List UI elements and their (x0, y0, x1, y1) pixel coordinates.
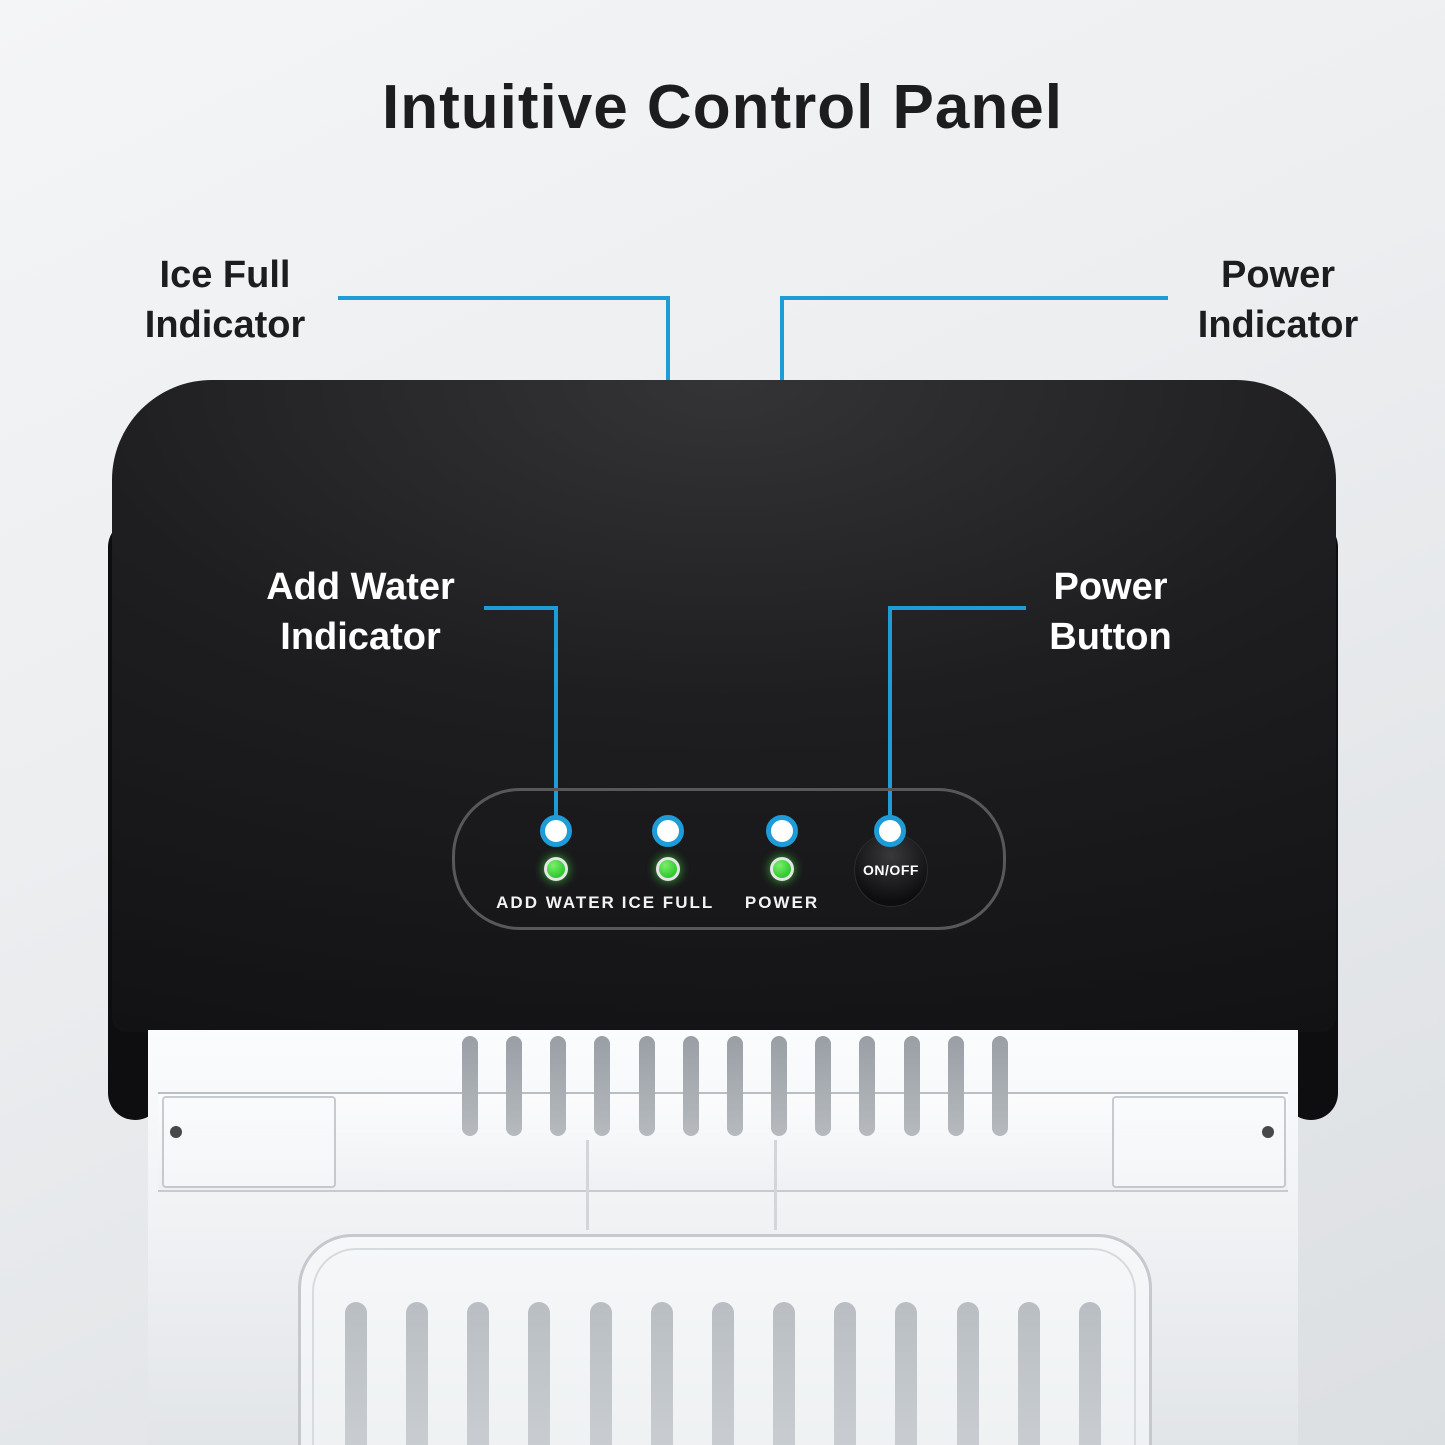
transparent-lid-rim (158, 1092, 1288, 1192)
panel-label-power: POWER (744, 893, 820, 912)
vent-slat (859, 1036, 876, 1136)
callout-marker-power (766, 815, 798, 847)
add-water-led-icon (544, 857, 568, 881)
vent-slat (1017, 1302, 1040, 1445)
callout-marker-ice-full (652, 815, 684, 847)
vent-slat (528, 1302, 551, 1445)
vent-slat (773, 1302, 796, 1445)
ice-full-led-icon (656, 857, 680, 881)
vent-slat (345, 1302, 367, 1445)
hinge-pin-right (1262, 1126, 1274, 1138)
body-seam-line (586, 1140, 589, 1230)
vent-slat (506, 1036, 523, 1136)
vent-slat (895, 1302, 918, 1445)
vent-slat (638, 1036, 655, 1136)
vent-slat (903, 1036, 920, 1136)
callout-label-add-water-indicator: Add Water Indicator (266, 566, 455, 658)
vent-slat (589, 1302, 612, 1445)
callout-marker-add-water (540, 815, 572, 847)
vent-slat (682, 1036, 699, 1136)
vent-slat (462, 1036, 478, 1136)
vent-slat (815, 1036, 832, 1136)
lid-rim-right-cap (1112, 1096, 1286, 1188)
lid-rim-left-cap (162, 1096, 336, 1188)
vent-slat (1078, 1302, 1101, 1445)
callout-line-power-button-vertical (888, 606, 892, 833)
callout-line-power-button-horizontal (892, 606, 1026, 610)
callout-marker-power-button (874, 815, 906, 847)
power-button-label: ON/OFF (863, 862, 919, 878)
vent-slat (467, 1302, 490, 1445)
callout-line-ice-full-horizontal (338, 296, 668, 300)
callout-label-power-button: Power Button (1049, 566, 1172, 658)
vent-slat (594, 1036, 611, 1136)
panel-label-add-water: ADD WATER (496, 893, 616, 912)
vent-slat (956, 1302, 979, 1445)
callout-label-ice-full-indicator: Ice Full Indicator (144, 254, 306, 346)
callout-line-power-indicator-horizontal (780, 296, 1168, 300)
callout-line-add-water-horizontal (484, 606, 558, 610)
vent-slat (726, 1036, 743, 1136)
control-panel-outline (452, 788, 1006, 930)
upper-vent-grille (462, 1036, 1008, 1136)
page-title: Intuitive Control Panel (382, 73, 1063, 142)
vent-slat (550, 1036, 567, 1136)
vent-slat (947, 1036, 964, 1136)
vent-slat (991, 1036, 1008, 1136)
vent-slat (650, 1302, 673, 1445)
vent-slat (406, 1302, 429, 1445)
hinge-pin-left (170, 1126, 182, 1138)
panel-label-ice-full: ICE FULL (621, 893, 715, 912)
ice-basket-inner-outline (312, 1248, 1136, 1445)
vent-slat (771, 1036, 788, 1136)
body-seam-line (774, 1140, 777, 1230)
basket-vent-grille (345, 1302, 1101, 1445)
callout-line-add-water-vertical (554, 606, 558, 833)
ice-maker-lid (112, 380, 1336, 1032)
power-led-icon (770, 857, 794, 881)
callout-label-power-indicator: Power Indicator (1197, 254, 1359, 346)
vent-slat (711, 1302, 734, 1445)
vent-slat (834, 1302, 857, 1445)
